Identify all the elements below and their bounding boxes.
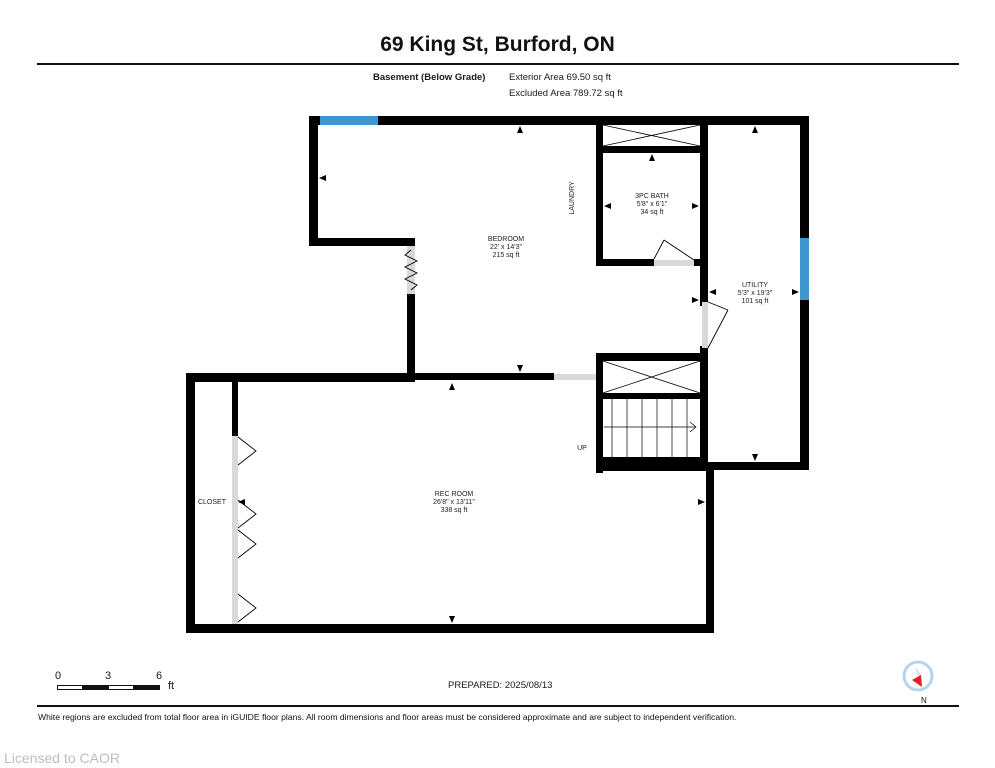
license-watermark: Licensed to CAOR (4, 750, 120, 766)
window-utility-right (800, 238, 809, 300)
room-label-laundry: LAUNDRY (569, 181, 576, 215)
svg-text:22' x 14'3": 22' x 14'3" (490, 244, 523, 251)
walls (186, 116, 809, 633)
svg-text:UTILITY: UTILITY (742, 282, 768, 289)
scale-tick-3: 3 (105, 670, 112, 682)
svg-text:REC ROOM: REC ROOM (435, 491, 474, 498)
scale-segment (108, 685, 134, 690)
svg-text:5'3" x 19'3": 5'3" x 19'3" (738, 290, 773, 297)
svg-text:338 sq ft: 338 sq ft (441, 507, 468, 514)
svg-text:BEDROOM: BEDROOM (488, 236, 524, 243)
scale-bar: 0 3 6 ft (55, 670, 195, 700)
svg-text:5'8" x 6'1": 5'8" x 6'1" (637, 201, 668, 208)
dimension-arrows (238, 126, 799, 623)
scale-segment (82, 685, 109, 690)
svg-text:34 sq ft: 34 sq ft (641, 209, 664, 216)
scale-segment (57, 685, 83, 690)
room-label-closet: CLOSET (198, 499, 227, 506)
stairs (604, 399, 697, 457)
storage-boxes (602, 124, 701, 394)
north-compass: N (902, 660, 934, 706)
svg-text:N: N (921, 696, 927, 705)
window-bedroom-top (320, 116, 378, 125)
header-divider (37, 63, 959, 65)
disclaimer-text: White regions are excluded from total fl… (38, 712, 737, 722)
room-label-bath: 3PC BATH 5'8" x 6'1" 34 sq ft (635, 193, 669, 216)
scale-tick-6: 6 (156, 670, 163, 682)
openings (232, 246, 708, 624)
stairs-up-label: UP (577, 445, 587, 452)
room-label-rec-room: REC ROOM 26'8" x 13'11" 338 sq ft (433, 491, 475, 514)
level-name: Basement (Below Grade) (373, 72, 486, 83)
room-label-bedroom: BEDROOM 22' x 14'3" 215 sq ft (488, 236, 524, 259)
excluded-area: Excluded Area 789.72 sq ft (509, 88, 623, 99)
room-label-utility: UTILITY 5'3" x 19'3" 101 sq ft (738, 282, 773, 305)
svg-text:215 sq ft: 215 sq ft (493, 252, 520, 259)
compass-icon: N (902, 660, 934, 705)
page-title: 69 King St, Burford, ON (380, 33, 615, 56)
door-swings (237, 239, 729, 623)
windows (320, 116, 809, 300)
prepared-date: PREPARED: 2025/08/13 (448, 680, 553, 691)
svg-text:26'8" x 13'11": 26'8" x 13'11" (433, 499, 475, 506)
footer-divider (37, 705, 959, 707)
scale-tick-0: 0 (55, 670, 62, 682)
scale-unit: ft (168, 680, 175, 692)
exterior-area: Exterior Area 69.50 sq ft (509, 72, 611, 83)
svg-text:101 sq ft: 101 sq ft (742, 298, 769, 305)
svg-text:3PC BATH: 3PC BATH (635, 193, 669, 200)
scale-segment (133, 685, 160, 690)
